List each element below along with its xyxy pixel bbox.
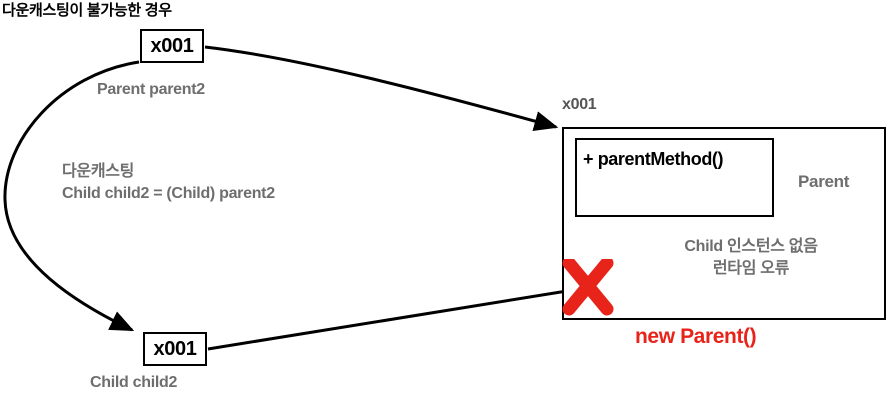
downcast-note: 다운캐스팅 Child child2 = (Child) parent2	[62, 163, 275, 204]
parent-object-box: + parentMethod() Parent Child 인스턴스 없음 런타…	[562, 127, 886, 320]
runtime-error-line1: Child 인스턴스 없음	[684, 238, 818, 255]
downcast-note-line2: Child child2 = (Child) parent2	[62, 184, 275, 202]
parent2-reference-box: x001	[140, 29, 204, 63]
child2-reference-box: x001	[143, 332, 207, 366]
arrow-child2-to-heap	[207, 279, 601, 351]
arrow-parent2-to-heap	[204, 45, 559, 132]
runtime-error-note: Child 인스턴스 없음 런타임 오류	[636, 236, 866, 279]
heap-address-label: x001	[562, 96, 597, 113]
red-x-icon	[562, 259, 614, 316]
parent-method-label: + parentMethod()	[583, 149, 724, 169]
child2-address-label: x001	[153, 337, 197, 360]
parent2-declaration-label: Parent parent2	[97, 81, 205, 98]
new-parent-constructor-label: new Parent()	[635, 325, 757, 348]
diagram-title: 다운캐스팅이 불가능한 경우	[2, 2, 172, 19]
parent2-address-label: x001	[150, 34, 194, 57]
child2-declaration-label: Child child2	[90, 374, 178, 391]
parent-method-box: + parentMethod()	[575, 138, 774, 217]
parent-class-label: Parent	[798, 172, 850, 191]
runtime-error-line2: 런타임 오류	[712, 259, 790, 277]
downcast-note-line1: 다운캐스팅	[62, 163, 135, 180]
